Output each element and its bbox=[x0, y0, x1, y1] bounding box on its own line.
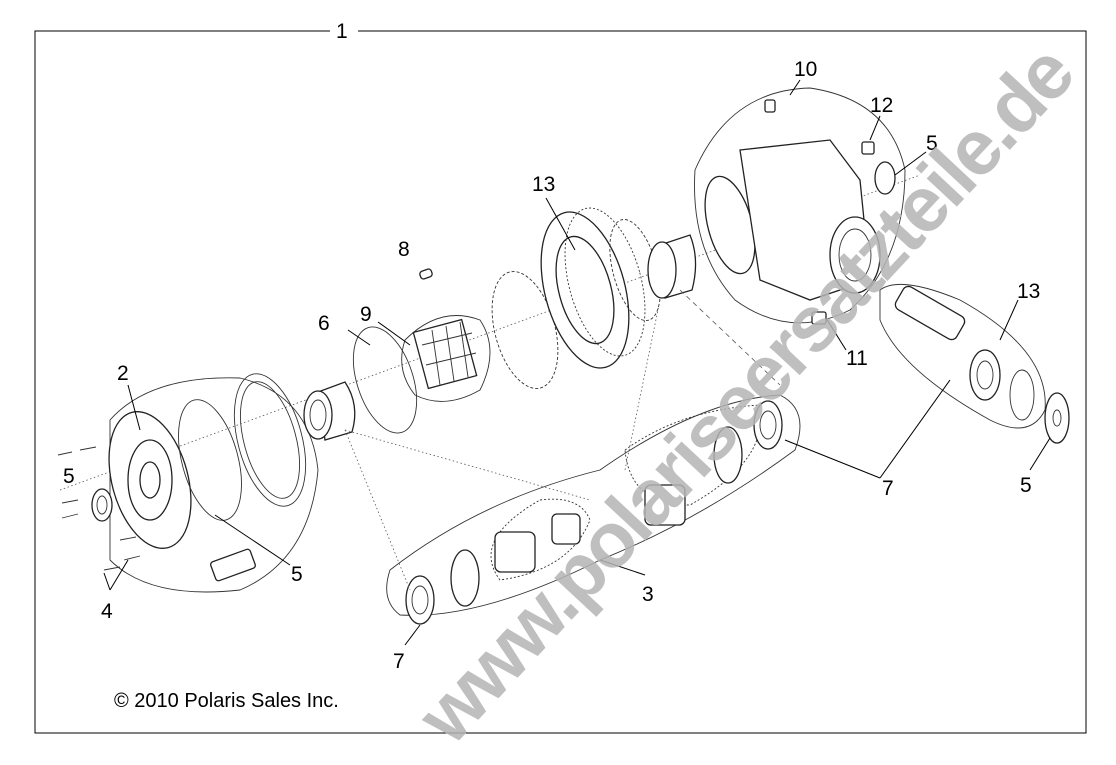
bearing-kit bbox=[344, 289, 801, 625]
callout-13: 13 bbox=[532, 173, 555, 196]
axis-line bbox=[59, 174, 921, 491]
callout-5: 5 bbox=[291, 563, 303, 586]
housing-group bbox=[694, 87, 906, 325]
callout-5: 5 bbox=[1020, 474, 1032, 497]
callout-7: 7 bbox=[393, 650, 405, 673]
callout-12: 12 bbox=[870, 94, 893, 117]
copyright-text: © 2010 Polaris Sales Inc. bbox=[114, 690, 339, 712]
callout-1: 1 bbox=[336, 20, 348, 43]
callout-9: 9 bbox=[360, 303, 372, 326]
leader-lines bbox=[103, 79, 1051, 646]
bearing-assembly bbox=[303, 381, 356, 441]
ring-gear bbox=[540, 207, 646, 369]
callout-11: 11 bbox=[846, 347, 868, 370]
front-cover-group bbox=[57, 373, 319, 593]
callout-13: 13 bbox=[1017, 280, 1040, 303]
plate-part bbox=[352, 326, 418, 434]
callout-6: 6 bbox=[318, 312, 330, 335]
callout-5: 5 bbox=[63, 465, 75, 488]
roller-cage bbox=[401, 315, 491, 402]
callout-10: 10 bbox=[794, 58, 817, 81]
callout-7: 7 bbox=[882, 477, 894, 500]
callout-8: 8 bbox=[398, 238, 410, 261]
callout-2: 2 bbox=[117, 362, 129, 385]
pin-part bbox=[419, 268, 433, 280]
callout-4: 4 bbox=[101, 600, 113, 623]
output-shaft-group bbox=[879, 283, 1070, 444]
callout-5: 5 bbox=[926, 132, 938, 155]
assembly-frame bbox=[34, 30, 1087, 734]
callout-3: 3 bbox=[642, 583, 654, 606]
pinion-bearing bbox=[647, 234, 697, 299]
